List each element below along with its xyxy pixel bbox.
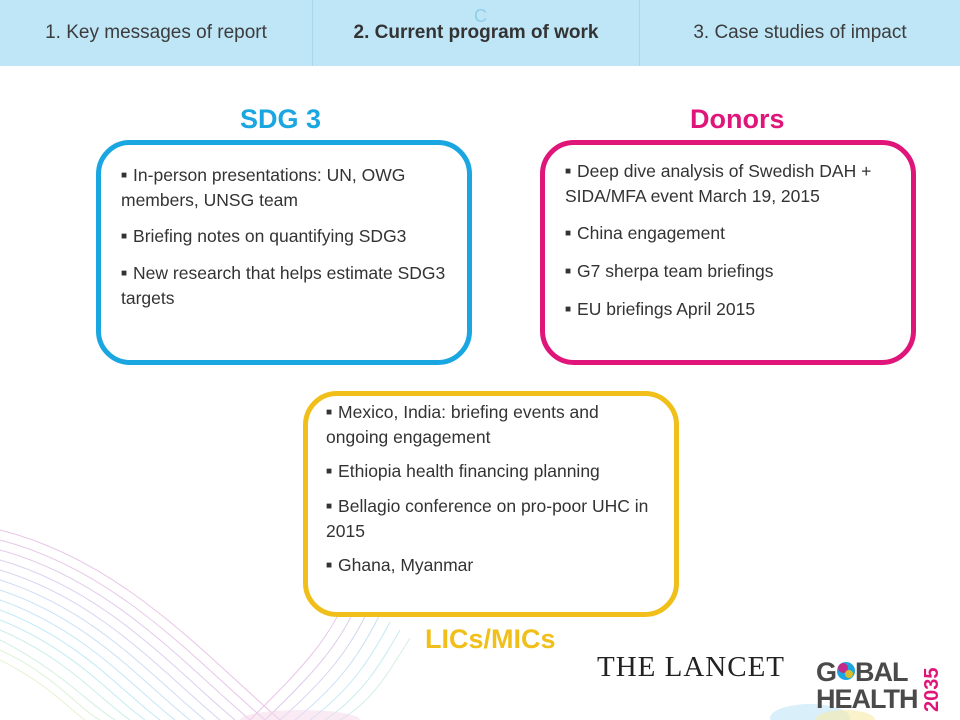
lics-mics-heading: LICs/MICs (425, 624, 556, 654)
list-item: ■Ghana, Myanmar (326, 555, 474, 575)
bullet-icon: ■ (326, 501, 333, 512)
global-health-wordmark: G BAL HEALTH (816, 657, 919, 714)
bullet-icon: ■ (326, 466, 333, 477)
list-item: ■EU briefings April 2015 (565, 299, 756, 319)
list-item: ■In-person presentations: UN, OWG member… (121, 165, 406, 210)
list-item: ■Briefing notes on quantifying SDG3 (121, 226, 407, 246)
ghost-letter: C (474, 6, 487, 26)
tab-current-program[interactable]: 2. Current program of work (313, 0, 640, 66)
sdg3-list: ■In-person presentations: UN, OWG member… (121, 163, 447, 310)
list-item: ■Bellagio conference on pro-poor UHC in … (326, 496, 649, 541)
svg-text:HEALTH: HEALTH (816, 684, 918, 714)
list-item: ■Deep dive analysis of Swedish DAH + SID… (565, 161, 872, 206)
svg-text:2035: 2035 (921, 668, 942, 713)
bullet-icon: ■ (565, 304, 572, 315)
list-item: ■G7 sherpa team briefings (565, 261, 774, 281)
tab-key-messages[interactable]: 1. Key messages of report (0, 0, 313, 66)
lics-mics-box: ■Mexico, India: briefing events and ongo… (303, 391, 679, 617)
list-item: ■Ethiopia health financing planning (326, 461, 600, 481)
global-health-2035-logo: G BAL HEALTH 2035 (816, 656, 946, 716)
svg-text:G: G (816, 657, 836, 687)
tab-current-program-label: 2. Current program of work (353, 22, 599, 43)
lics-mics-list: ■Mexico, India: briefing events and ongo… (326, 400, 652, 578)
bullet-icon: ■ (121, 231, 128, 242)
section-tab-bar: 1. Key messages of report 2. Current pro… (0, 0, 960, 66)
bullet-icon: ■ (121, 170, 128, 181)
donors-list: ■Deep dive analysis of Swedish DAH + SID… (565, 159, 889, 322)
bullet-icon: ■ (121, 268, 128, 279)
year-2035-mark: 2035 (921, 668, 942, 713)
bullet-icon: ■ (565, 266, 572, 277)
bullet-icon: ■ (326, 560, 333, 571)
bullet-icon: ■ (326, 407, 333, 418)
tab-key-messages-label: 1. Key messages of report (45, 22, 267, 43)
bullet-icon: ■ (565, 166, 572, 177)
lancet-logo: THE LANCET (597, 651, 785, 683)
tab-case-studies[interactable]: 3. Case studies of impact (640, 0, 960, 66)
donors-box: ■Deep dive analysis of Swedish DAH + SID… (540, 140, 916, 365)
tab-case-studies-label: 3. Case studies of impact (693, 22, 907, 43)
bullet-icon: ■ (565, 228, 572, 239)
list-item: ■Mexico, India: briefing events and ongo… (326, 402, 599, 447)
sdg3-box: ■In-person presentations: UN, OWG member… (96, 140, 472, 365)
donors-heading: Donors (690, 104, 785, 134)
list-item: ■China engagement (565, 223, 725, 243)
svg-text:BAL: BAL (855, 657, 908, 687)
decorative-swirl (0, 529, 875, 720)
sdg3-heading: SDG 3 (240, 104, 322, 134)
list-item: ■New research that helps estimate SDG3 t… (121, 263, 446, 308)
